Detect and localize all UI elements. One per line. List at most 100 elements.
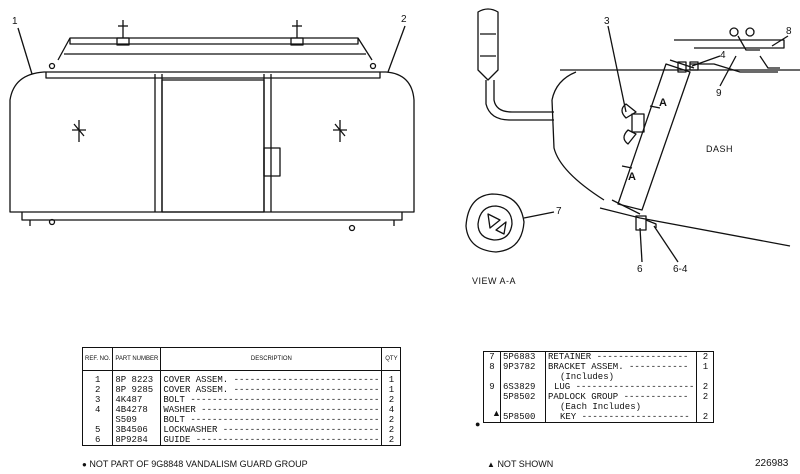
qty-cell: 2 <box>702 392 709 402</box>
cover-assembly-front-view <box>9 20 415 232</box>
description-cell: GUIDE ---------------------------------- <box>160 435 383 446</box>
qty-cell <box>697 372 714 382</box>
part-number-cell: 6S3829 <box>500 382 546 392</box>
table-row: 9 6S3829 LUG ---------------------- 2 <box>483 382 714 392</box>
ref-cell: 6 <box>82 435 114 446</box>
table-row: 6 8P9284 GUIDE -------------------------… <box>82 435 401 446</box>
table-row: 4 4B4278 WASHER ------------------------… <box>82 405 401 415</box>
description-cell: BRACKET ASSEM. ----------- <box>545 362 698 372</box>
callout-8: 8 <box>786 26 792 37</box>
ref-cell <box>483 412 501 423</box>
dash-label: DASH <box>706 144 733 154</box>
part-number-cell: 3B4506 <box>112 425 162 435</box>
ref-cell <box>483 392 501 402</box>
header-qty: QTY <box>381 347 401 371</box>
view-a-a-detail <box>465 193 555 253</box>
description-cell: (Includes) <box>545 372 698 382</box>
callout-6: 6 <box>637 264 643 275</box>
qty-cell: 2 <box>702 412 709 422</box>
header-ref-no: REF. NO. <box>82 347 114 371</box>
header-part-number: PART NUMBER <box>112 347 162 371</box>
description-cell: LUG ---------------------- <box>545 382 698 392</box>
ref-cell: 8 <box>483 362 501 372</box>
ref-cell: 7 <box>483 351 501 362</box>
ref-cell <box>82 415 114 425</box>
part-number-cell: 8P9284 <box>112 435 162 446</box>
footnote-not-shown: ▲ NOT SHOWN <box>487 459 553 469</box>
ref-cell: 9 <box>483 382 501 392</box>
table-row: 8 9P3782 BRACKET ASSEM. ----------- 1 <box>483 362 714 372</box>
table-header-row: REF. NO. PART NUMBER DESCRIPTION QTY <box>82 347 401 371</box>
table-row: (Includes) <box>483 372 714 382</box>
triangle-icon: ▲ <box>487 460 495 469</box>
callout-9: 9 <box>716 88 722 99</box>
qty-cell: 2 <box>702 352 709 362</box>
bullet-marker: ● <box>475 419 481 429</box>
description-cell: (Each Includes) <box>545 402 698 412</box>
ref-cell: 3 <box>82 395 114 405</box>
callout-6-4: 6-4 <box>673 264 688 275</box>
section-mark-a-lower: A <box>628 171 636 183</box>
part-number-cell: 4B4278 <box>112 405 162 415</box>
part-number-cell: 8P 8223 <box>112 375 162 385</box>
description-cell: WASHER --------------------------------- <box>160 405 383 415</box>
part-number-cell: 5P8502 <box>500 392 546 402</box>
table-row: 2 8P 9285 COVER ASSEM. -----------------… <box>82 385 401 395</box>
part-number-cell: S509 <box>112 415 162 425</box>
description-cell: COVER ASSEM. --------------------------- <box>160 385 383 395</box>
callout-1: 1 <box>12 16 18 27</box>
part-number-cell: 8P 9285 <box>112 385 162 395</box>
figure-number: 226983 <box>755 458 789 469</box>
qty-cell: 1 <box>702 362 709 372</box>
ref-cell: 4 <box>82 405 114 415</box>
callout-2: 2 <box>401 14 407 25</box>
header-description: DESCRIPTION <box>160 347 383 371</box>
footnote-text: NOT PART OF 9G8848 VANDALISM GUARD GROUP <box>89 459 308 469</box>
part-number-cell: 9P3782 <box>500 362 546 372</box>
triangle-marker: ▲ <box>492 408 501 418</box>
qty-cell: 4 <box>388 405 395 415</box>
ref-cell: 5 <box>82 425 114 435</box>
description-cell: COVER ASSEM. --------------------------- <box>160 375 383 385</box>
part-number-cell: 5P8500 <box>500 412 546 423</box>
callout-4: 4 <box>720 50 726 61</box>
table-row: (Each Includes) <box>483 402 714 412</box>
description-cell: KEY -------------------- <box>545 412 698 423</box>
ref-cell <box>483 402 501 412</box>
qty-cell: 2 <box>702 382 709 392</box>
dash-installation-view <box>477 8 800 263</box>
description-cell: PADLOCK GROUP ------------ <box>545 392 698 402</box>
parts-table-left: REF. NO. PART NUMBER DESCRIPTION QTY 1 8… <box>82 347 402 446</box>
table-row: 5P8502 PADLOCK GROUP ------------ 2 <box>483 392 714 402</box>
qty-cell: 1 <box>388 375 395 385</box>
section-mark-a-upper: A <box>659 97 667 109</box>
bullet-icon: ● <box>82 460 87 469</box>
part-number-cell <box>500 372 546 382</box>
part-number-cell: 5P6883 <box>500 351 546 362</box>
ref-cell <box>483 372 501 382</box>
description-cell: BOLT ----------------------------------- <box>160 415 383 425</box>
qty-cell <box>697 402 714 412</box>
qty-cell: 2 <box>388 415 395 425</box>
callout-3: 3 <box>604 16 610 27</box>
callout-7: 7 <box>556 206 562 217</box>
table-row: S509 BOLT ------------------------------… <box>82 415 401 425</box>
ref-cell: 1 <box>82 375 114 385</box>
description-cell: LOCKWASHER ----------------------------- <box>160 425 383 435</box>
table-row: 1 8P 8223 COVER ASSEM. -----------------… <box>82 375 401 385</box>
qty-cell: 2 <box>388 395 395 405</box>
qty-cell: 2 <box>388 435 395 445</box>
table-row: 7 5P6883 RETAINER ----------------- 2 <box>483 351 714 362</box>
table-row: 5P8500 KEY -------------------- 2 <box>483 412 714 423</box>
footnote-text: NOT SHOWN <box>497 459 554 469</box>
part-number-cell <box>500 402 546 412</box>
qty-cell: 2 <box>388 425 395 435</box>
description-cell: BOLT ----------------------------------- <box>160 395 383 405</box>
description-cell: RETAINER ----------------- <box>545 351 698 362</box>
part-number-cell: 4K487 <box>112 395 162 405</box>
ref-cell: 2 <box>82 385 114 395</box>
view-a-a-label: VIEW A-A <box>472 276 516 286</box>
table-row: 5 3B4506 LOCKWASHER --------------------… <box>82 425 401 435</box>
footnote-not-part-of-group: ● NOT PART OF 9G8848 VANDALISM GUARD GRO… <box>82 459 308 469</box>
